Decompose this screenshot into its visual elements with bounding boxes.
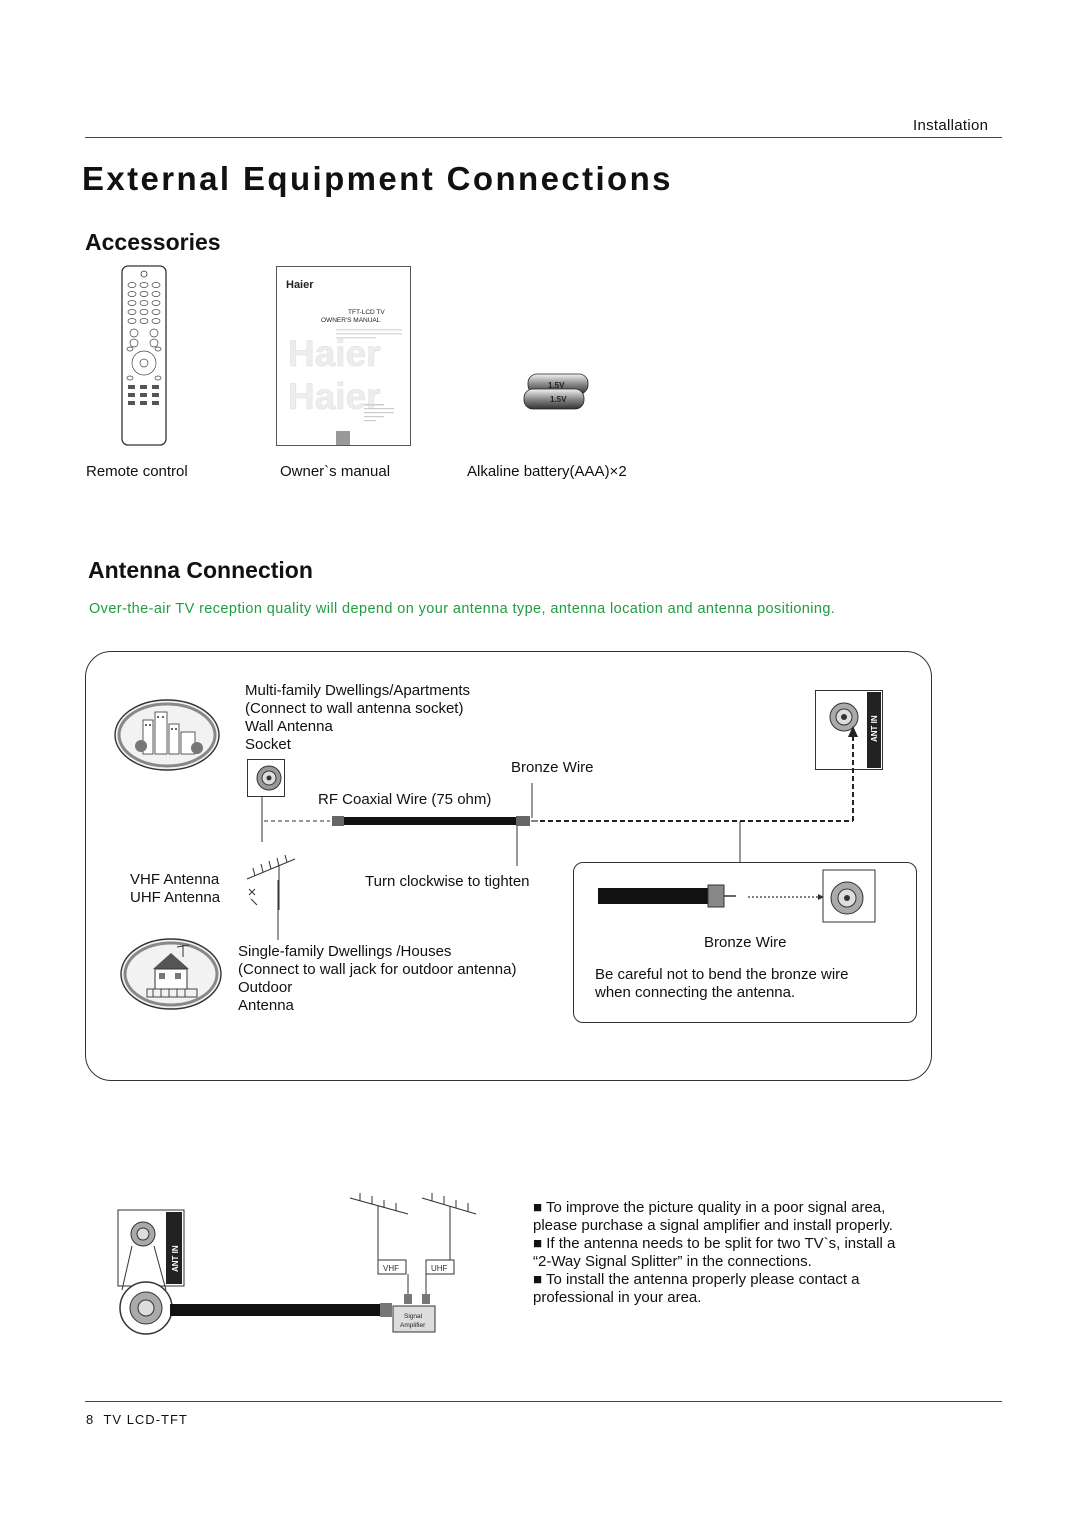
wall-socket-icon [247, 759, 285, 797]
multi-family-note: (Connect to wall antenna socket) [245, 700, 464, 717]
caution-line-1: Be careful not to bend the bronze wire [595, 966, 849, 983]
battery-image: 1.5V 1.5V [523, 373, 589, 410]
tv-ant-in-panel: ANT IN [815, 690, 883, 770]
tip-2-line-1: ■ If the antenna needs to be split for t… [533, 1235, 896, 1252]
multi-family-title: Multi-family Dwellings/Apartments [245, 682, 471, 699]
wall-antenna-label: Wall Antenna [245, 718, 333, 735]
section-label: Installation [913, 117, 989, 134]
battery-label: Alkaline battery(AAA)×2 [467, 463, 627, 480]
manual-watermark-2: Haier [288, 376, 381, 417]
manual-line1: TFT-LCD TV [348, 309, 385, 316]
vhf-antenna-label: VHF Antenna [130, 871, 220, 888]
page-title: External Equipment Connections [82, 160, 673, 197]
antenna-diagram-panel [85, 651, 932, 1081]
caution-line-2: when connecting the antenna. [595, 984, 796, 1001]
manual-watermark-1: Haier [288, 333, 381, 374]
signal-amplifier-diagram: ANT IN Signal Amplifier VHF UHF [117, 1193, 477, 1335]
footer: 8 TV LCD-TFT [86, 1412, 188, 1427]
outdoor-label: Outdoor [238, 979, 293, 996]
socket-label: Socket [245, 736, 291, 753]
antenna-heading: Antenna Connection [88, 557, 313, 583]
single-family-note: (Connect to wall jack for outdoor antenn… [238, 961, 517, 978]
amp-uhf-label: UHF [431, 1264, 448, 1273]
house-icon [120, 938, 222, 1010]
amplifier-signal-label: Signal [404, 1313, 423, 1320]
amp-vhf-label: VHF [383, 1264, 399, 1273]
tip-3-line-2: professional in your area. [533, 1289, 702, 1306]
footer-rule [85, 1401, 1002, 1402]
amplifier-amp-label: Amplifier [400, 1322, 426, 1329]
apartment-building-icon [114, 699, 220, 771]
tip-1-line-1: ■ To improve the picture quality in a po… [533, 1199, 886, 1216]
amp-ant-in-label: ANT IN [171, 1245, 180, 1272]
detail-bronze-wire-label: Bronze Wire [704, 934, 787, 951]
single-family-title: Single-family Dwellings /Houses [238, 943, 452, 960]
tip-2-line-2: “2-Way Signal Splitter” in the connectio… [533, 1253, 812, 1270]
battery-voltage-2: 1.5V [550, 395, 567, 404]
bronze-wire-label: Bronze Wire [511, 759, 594, 776]
antenna-note: Over-the-air TV reception quality will d… [89, 601, 836, 617]
owners-manual-image: Haier TFT-LCD TV OWNER'S MANUAL Haier Ha… [276, 266, 411, 446]
manual-line2: OWNER'S MANUAL [321, 317, 381, 324]
tip-1-line-2: please purchase a signal amplifier and i… [533, 1217, 893, 1234]
rf-coaxial-wire-label: RF Coaxial Wire (75 ohm) [318, 791, 492, 808]
antenna-label: Antenna [238, 997, 294, 1014]
header-rule [85, 137, 1002, 138]
ant-in-label: ANT IN [870, 715, 879, 742]
manual-brand: Haier [286, 279, 314, 291]
accessories-heading: Accessories [85, 229, 221, 255]
page-number: 8 [86, 1412, 95, 1427]
remote-control-label: Remote control [86, 463, 188, 480]
uhf-antenna-label: UHF Antenna [130, 889, 221, 906]
footer-model: TV LCD-TFT [103, 1412, 188, 1427]
battery-voltage-1: 1.5V [548, 381, 565, 390]
turn-clockwise-label: Turn clockwise to tighten [365, 873, 530, 890]
connector-detail-diagram [598, 869, 876, 923]
outdoor-antenna-icon [246, 854, 296, 910]
tip-3-line-1: ■ To install the antenna properly please… [533, 1271, 860, 1288]
remote-control-image [121, 265, 167, 446]
owners-manual-label: Owner`s manual [280, 463, 391, 480]
